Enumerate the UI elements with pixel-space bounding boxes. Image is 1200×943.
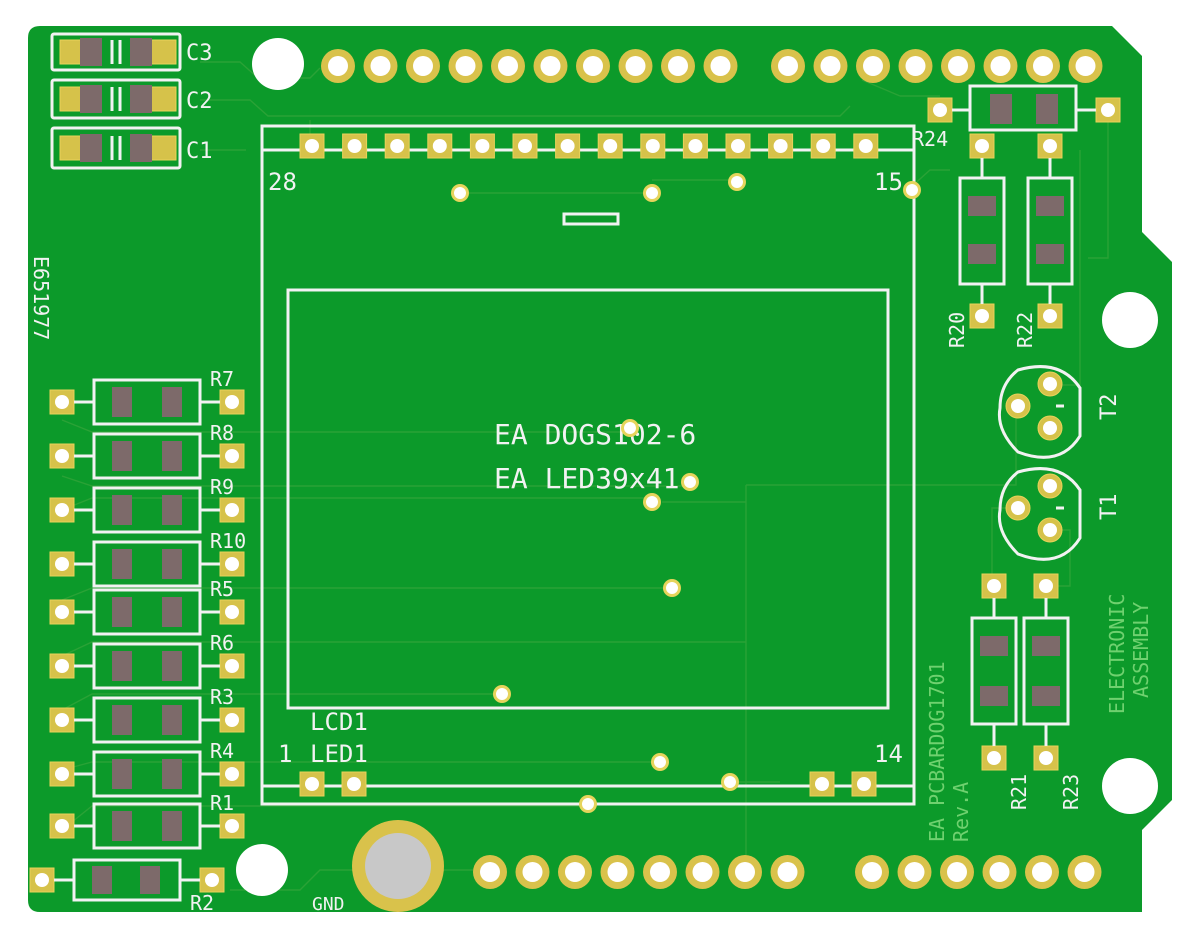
mounting-hole-top-left (252, 38, 304, 90)
resistor-r7: R7 (49, 367, 245, 426)
capacitor-label: C1 (186, 139, 213, 164)
gnd-label: GND (312, 894, 345, 915)
display-pin (810, 133, 836, 159)
pin-label-1: 1 (278, 740, 292, 768)
mounting-hole-right-upper (1102, 292, 1158, 348)
resistor-label: R10 (210, 529, 246, 553)
resistor-r4: R4 (49, 739, 245, 798)
resistor-r23: R23 (1022, 573, 1083, 810)
header-bottom-left (473, 855, 805, 889)
resistor-label: R9 (210, 475, 234, 499)
resistor-r6: R6 (49, 631, 245, 690)
resistor-label-r22: R22 (1013, 312, 1037, 348)
resistor-label-r23: R23 (1059, 774, 1083, 810)
resistor-label: R8 (210, 421, 234, 445)
transistor-label-t2: T2 (1097, 394, 1122, 421)
resistor-r9: R9 (49, 475, 245, 534)
board-revision: Rev.A (949, 782, 973, 842)
resistor-label-r2: R2 (190, 891, 214, 915)
display-top-pads (299, 133, 879, 159)
resistor-label: R1 (210, 791, 234, 815)
resistor-label: R4 (210, 739, 234, 763)
transistor-label-t1: T1 (1097, 494, 1122, 521)
pin-label-14: 14 (874, 740, 903, 768)
header-top-right (771, 49, 1103, 83)
resistor-r2: R2 (29, 858, 225, 915)
resistor-r24: R24 (912, 84, 1121, 151)
resistor-label-r20: R20 (945, 312, 969, 348)
gnd-pad: GND (312, 820, 444, 915)
capacitor-c2: C2 (50, 78, 213, 120)
mounting-hole-bottom-left (236, 844, 288, 896)
board-product: EA PCBARDOG1701 (925, 661, 949, 842)
resistor-r10: R10 (49, 529, 246, 588)
transistor-t2: T2 (997, 365, 1122, 459)
resistor-r5: R5 (49, 577, 245, 636)
header-bottom-right (855, 855, 1102, 889)
header-top-left (321, 49, 738, 83)
capacitor-label: C3 (186, 41, 213, 66)
board-code: E651977 (29, 256, 53, 340)
transistor-t1: T1 (997, 467, 1122, 561)
resistor-r8: R8 (49, 421, 245, 480)
capacitor-label: C2 (186, 89, 213, 114)
capacitor-c3: C3 (50, 32, 213, 72)
resistor-r1: R1 (49, 791, 245, 850)
resistor-r22: R22 (1013, 133, 1074, 348)
resistor-r3: R3 (49, 685, 245, 744)
pin-label-15: 15 (874, 168, 903, 196)
pin-label-28: 28 (268, 168, 297, 196)
resistor-label: R6 (210, 631, 234, 655)
display-footprint: EA DOGS102-6 EA LED39x41 LCD1 LED1 28 15… (260, 124, 916, 806)
resistor-label: R7 (210, 367, 234, 391)
resistor-label: R3 (210, 685, 234, 709)
resistor-label-r21: R21 (1007, 774, 1031, 810)
resistor-label-r24: R24 (912, 127, 948, 151)
resistor-r21: R21 (970, 573, 1031, 810)
display-designator-led: LED1 (310, 740, 368, 768)
mounting-hole-right-lower (1102, 758, 1158, 814)
display-bottom-pads (299, 771, 877, 797)
board-outline (28, 26, 1172, 912)
vias (451, 173, 921, 813)
resistor-label: R5 (210, 577, 234, 601)
display-model-line1: EA DOGS102-6 (494, 418, 696, 451)
display-model-line2: EA LED39x41 (494, 462, 679, 495)
resistor-r20: R20 (945, 133, 1006, 348)
brand-line2: ASSEMBLY (1129, 602, 1153, 698)
display-designator-lcd: LCD1 (310, 708, 368, 736)
brand-line1: ELECTRONIC (1105, 594, 1129, 714)
capacitor-c1: C1 (50, 126, 213, 170)
